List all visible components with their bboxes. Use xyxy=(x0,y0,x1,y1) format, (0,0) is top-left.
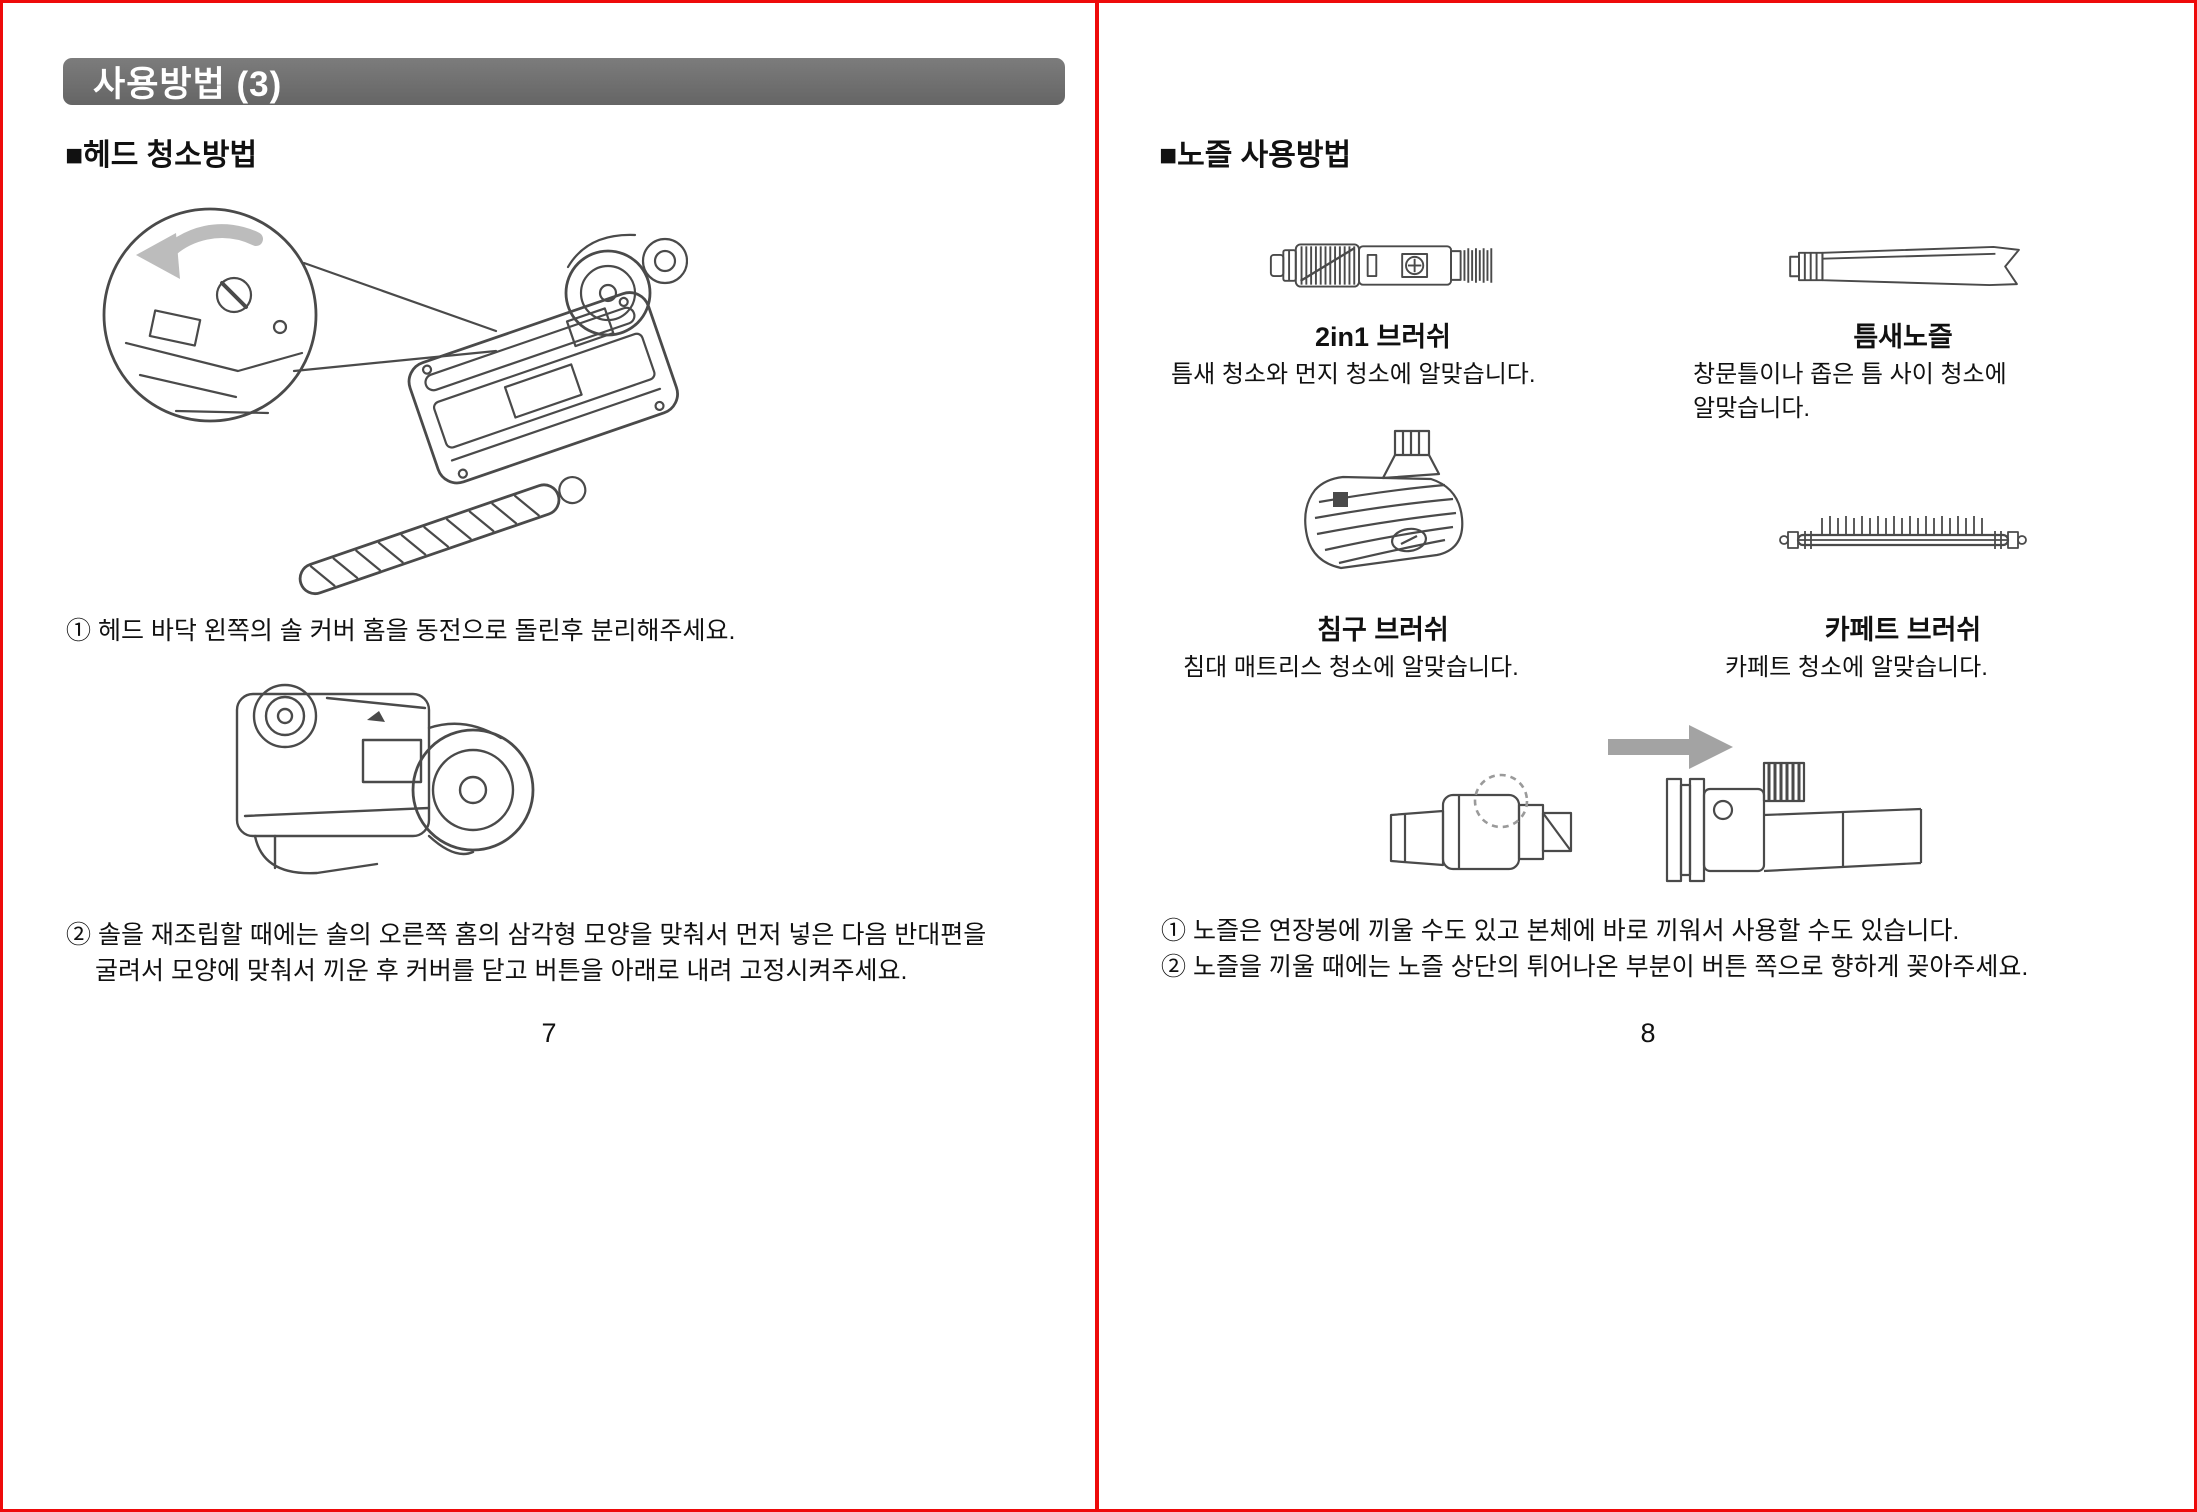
magnifier-circle xyxy=(102,207,318,423)
latch-highlight-circle xyxy=(1473,773,1529,829)
nozzle-usage-step-2: ② 노즐을 끼울 때에는 노즐 상단의 튀어나온 부분이 버튼 쪽으로 향하게 … xyxy=(1161,953,2029,981)
roller-brush xyxy=(298,475,587,596)
head-wheel xyxy=(564,249,652,337)
nozzle-usage-step-1: ① 노즐은 연장봉에 끼울 수도 있고 본체에 바로 끼워서 사용할 수도 있습… xyxy=(1161,917,1960,945)
accessory-desc-crevice-nozzle: 창문틀이나 좁은 틈 사이 청소에 알맞습니다. xyxy=(1693,361,2007,422)
usage-section-header-bar: 사용방법 (3) xyxy=(63,58,1065,105)
direction-arrow-icon xyxy=(1608,725,1733,769)
2in1-brush-illustration xyxy=(1268,231,1498,300)
head-bottom-magnifier-illustration xyxy=(88,175,688,615)
carpet-brush-illustration xyxy=(1778,508,2028,564)
usage-section-header-title: 사용방법 (3) xyxy=(93,65,283,104)
head-cleaning-step-2-line1: ② 솔을 재조립할 때에는 솔의 오른쪽 홈의 삼각형 모양을 맞춰서 먼저 넣… xyxy=(66,921,987,949)
page-number-left: 7 xyxy=(541,1018,557,1048)
page-number-right: 8 xyxy=(1640,1018,1656,1048)
accessory-desc-carpet-brush: 카페트 청소에 알맞습니다. xyxy=(1725,654,1988,681)
accessory-name-2in1-brush: 2in1 브러쉬 xyxy=(1314,322,1452,352)
vacuum-head-body xyxy=(407,291,679,485)
page-divider-line xyxy=(1095,3,1099,1509)
accessory-desc-2in1-brush: 틈새 청소와 먼지 청소에 알맞습니다. xyxy=(1171,361,1536,388)
accessory-name-carpet-brush: 카페트 브러쉬 xyxy=(1824,615,1982,645)
rotate-arrowhead-icon xyxy=(136,233,180,279)
nozzle-attach-illustration xyxy=(1373,715,1933,910)
release-button xyxy=(1712,799,1734,821)
head-cleaning-step-2-line2: 굴려서 모양에 맞춰서 끼운 후 커버를 닫고 버튼을 아래로 내려 고정시켜주… xyxy=(95,957,908,985)
bedding-brush-illustration xyxy=(1293,428,1478,588)
head-side-illustration xyxy=(215,668,555,903)
cover-dial xyxy=(252,683,318,749)
crevice-nozzle-illustration xyxy=(1788,245,2023,288)
section-title-nozzle-usage: ■노즐 사용방법 xyxy=(1159,139,1352,172)
rear-wheel xyxy=(411,728,535,852)
section-title-head-cleaning: ■헤드 청소방법 xyxy=(65,139,258,172)
head-cleaning-step-1: ① 헤드 바닥 왼쪽의 솔 커버 홈을 동전으로 돌린후 분리해주세요. xyxy=(66,617,736,645)
coin-slot-screw xyxy=(215,276,253,314)
accessory-name-crevice-nozzle: 틈새노즐 xyxy=(1853,322,1953,352)
accessory-desc-bedding-brush: 침대 매트리스 청소에 알맞습니다. xyxy=(1183,654,1519,681)
triangle-mark xyxy=(367,711,385,722)
brand-logo-mark xyxy=(1333,492,1348,507)
accessory-name-bedding-brush: 침구 브러쉬 xyxy=(1317,615,1449,645)
